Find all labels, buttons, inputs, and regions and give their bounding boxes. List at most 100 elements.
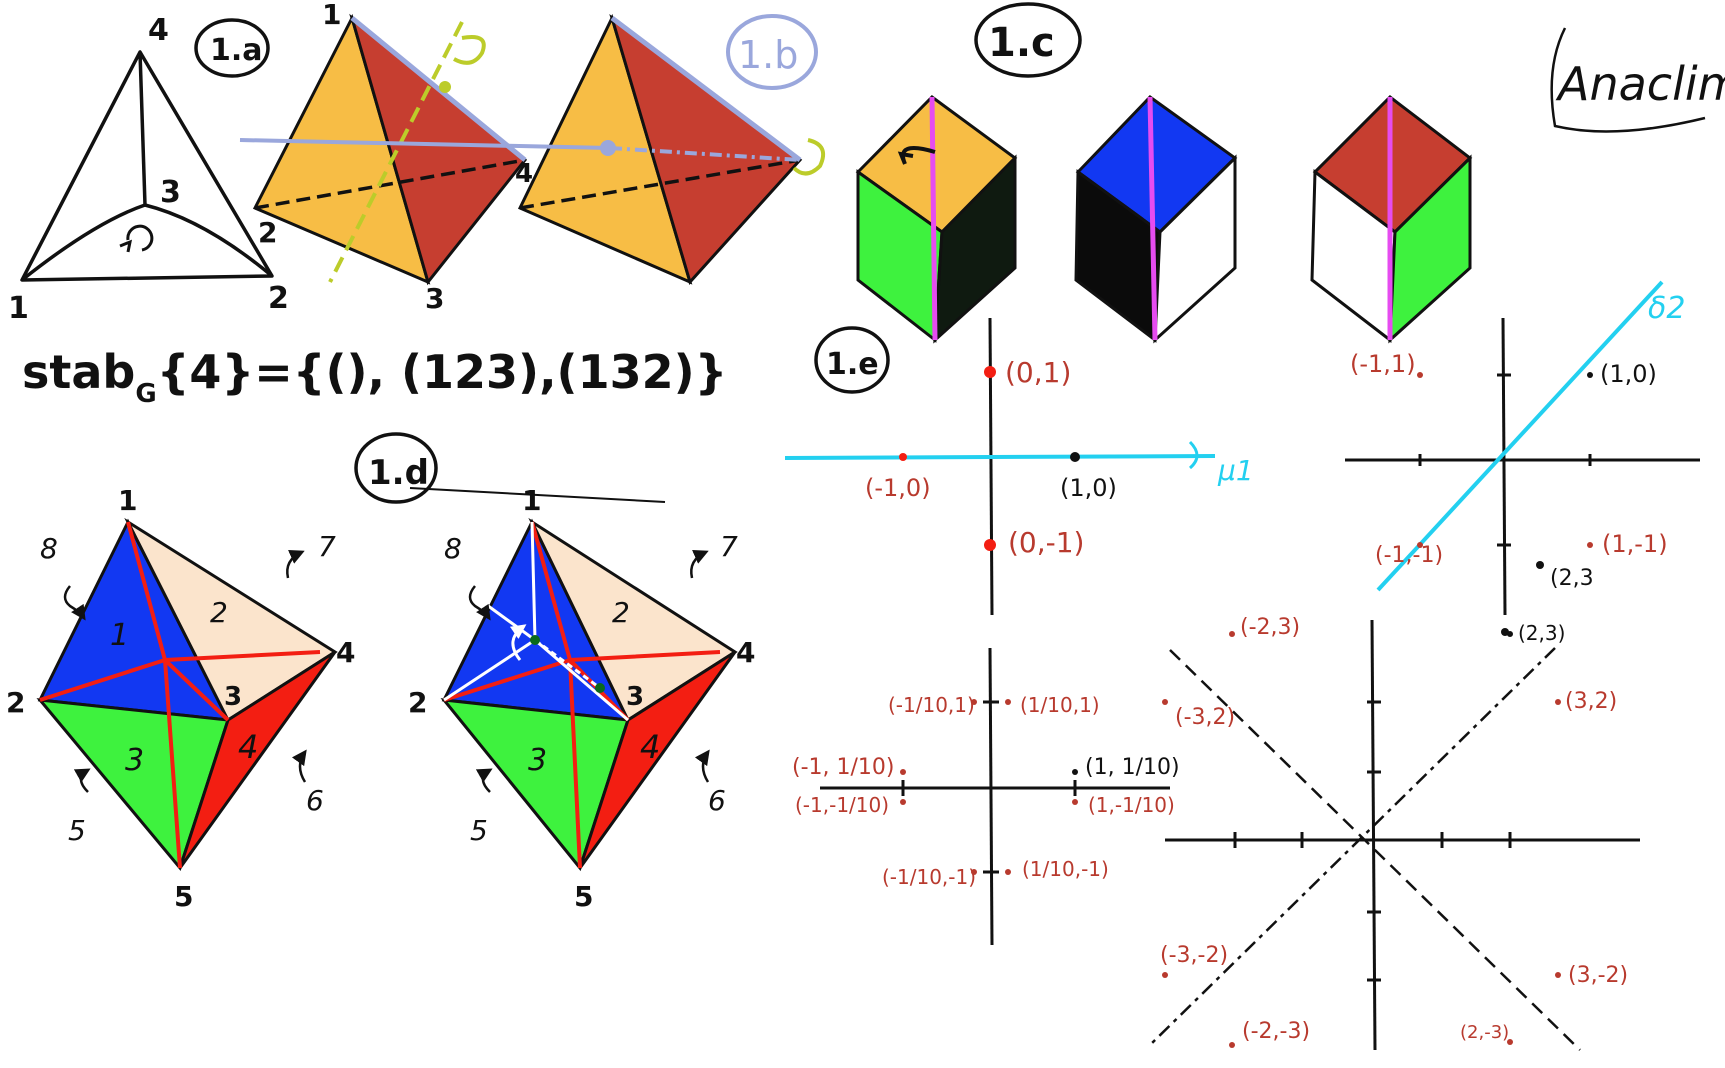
fig-d-right-face-4: 4 (640, 728, 660, 766)
p2-label-neg1-neg1: (-1,-1) (1375, 543, 1443, 568)
fig-b-vertex-3: 3 (425, 282, 444, 315)
fig-d-left-vertex-3: 3 (224, 682, 242, 712)
p1-label-0-1: (0,1) (1005, 356, 1071, 389)
axes-panel-3 (820, 647, 1170, 946)
reflection-line (239, 138, 611, 150)
fig-e-label: 1.e (826, 347, 879, 382)
fig-d-left-vertex-2: 2 (6, 686, 25, 719)
p4-label-neg2-neg3: (-2,-3) (1242, 1019, 1310, 1044)
fig-a-vertex-4: 4 (148, 13, 169, 48)
stab-text: stab (22, 345, 135, 399)
p2-point-neg1-neg1 (1417, 542, 1423, 548)
fig-a-vertex-2: 2 (268, 281, 289, 316)
axes-panel-4 (1149, 619, 1640, 1051)
fig-a-vertex-1: 1 (8, 291, 29, 326)
fig-d-left-face-2: 2 (210, 596, 228, 629)
p2-label-1-0: (1,0) (1600, 360, 1657, 388)
fig-d-left-bipyramid (36, 517, 338, 872)
fig-d-left-hidden-6: 6 (306, 784, 324, 817)
fig-c-badge: 1.c (974, 2, 1082, 78)
p1-label-neg1-0: (-1,0) (865, 474, 931, 502)
fig-a-label: 1.a (210, 33, 263, 68)
point-neg1-0 (899, 453, 907, 461)
p3-label-d: (-1,-1/10) (795, 793, 889, 817)
fig-d-left-hidden-8: 8 (40, 532, 58, 565)
point-0-1 (984, 366, 996, 378)
p4-label-2-3: (2,3) (1518, 621, 1565, 645)
reflection-line-dashed (609, 146, 801, 162)
fig-d-left-vertex-4: 4 (336, 636, 355, 669)
stab-rest: {4}={(), (123),(132)} (157, 345, 728, 399)
fig-d-right-vertex-4: 4 (736, 636, 755, 669)
fig-d-right-hidden-5: 5 (470, 814, 488, 847)
point-0-neg1 (984, 539, 996, 551)
stab-sub: G (135, 379, 156, 409)
fig-b-badge: 1.b (726, 14, 818, 90)
fig-d-right-hidden-8: 8 (444, 532, 462, 565)
stabilizer-formula: stabG{4}={(), (123),(132)} (22, 345, 727, 409)
p2-line-label: δ2 (1648, 291, 1685, 326)
p4-label-2-neg3: (2,-3) (1460, 1022, 1509, 1043)
fig-d-right-hidden-7: 7 (720, 530, 738, 563)
fig-e-badge: 1.e (814, 326, 890, 394)
cube-3 (1310, 95, 1473, 344)
p1-line-label: μ1 (1217, 454, 1254, 487)
fig-b-vertex-4: 4 (515, 159, 533, 189)
axes-panel-1 (784, 317, 1216, 616)
fig-d-label: 1.d (368, 453, 429, 493)
p1-label-1-0: (1,0) (1060, 474, 1117, 502)
rotate-arrow-icon (119, 224, 154, 253)
reflection-center (600, 140, 616, 156)
p2-point-1-neg1 (1587, 542, 1593, 548)
fig-d-left-hidden-7: 7 (318, 530, 336, 563)
axes-panel-2 (1345, 280, 1700, 636)
fig-d-right-hidden-6: 6 (708, 784, 726, 817)
p1-label-0-neg1: (0,-1) (1008, 526, 1084, 559)
fig-d-right-face-3: 3 (528, 743, 547, 778)
fig-b-vertex-2: 2 (258, 216, 277, 249)
p4-label-neg3-neg2: (-3,-2) (1160, 943, 1228, 968)
fig-d-left-vertex-1: 1 (118, 484, 137, 517)
fig-d-badge: 1.d (354, 432, 666, 504)
p4-label-3-2: (3,2) (1565, 689, 1617, 714)
fig-b-vertex-1: 1 (322, 0, 341, 31)
p2-label-neg1-1: (-1,1) (1350, 350, 1416, 378)
p4-label-neg2-3: (-2,3) (1240, 615, 1300, 640)
p2-point-1-0 (1587, 372, 1593, 378)
p3-label-c: (-1, 1/10) (792, 755, 895, 780)
signature-text: Anaclim (1555, 57, 1725, 111)
p3-label-a: (-1/10,1) (888, 693, 975, 717)
fig-d-left-hidden-5: 5 (68, 814, 86, 847)
cube-2 (1074, 95, 1238, 344)
p3-label-b: (1/10,1) (1020, 693, 1100, 717)
signature: Anaclim (1550, 27, 1725, 133)
p3-label-h: (1, 1/10) (1085, 755, 1180, 780)
fig-d-left-face-1: 1 (110, 618, 129, 653)
fig-d-right-vertex-2: 2 (408, 686, 427, 719)
rotation-arrow-b (792, 138, 825, 176)
fig-d-left-face-4: 4 (238, 728, 258, 766)
p4-label-3-neg2: (3,-2) (1568, 963, 1628, 988)
fig-a-badge: 1.a (194, 18, 270, 78)
cube-1 (855, 95, 1018, 344)
p2-point-2-3-a (1536, 561, 1544, 569)
fig-a-vertex-3: 3 (160, 175, 181, 210)
fig-d-left-vertex-5: 5 (174, 880, 193, 913)
p2-point-neg1-1 (1417, 372, 1423, 378)
fig-d-left-face-3: 3 (125, 743, 144, 778)
fig-b-label: 1.b (738, 33, 798, 77)
p3-label-f: (-1/10,-1) (882, 865, 976, 889)
fig-b-left-tetrahedron (252, 13, 528, 286)
fig-c-label: 1.c (988, 20, 1055, 66)
point-1-0 (1070, 452, 1080, 462)
p2-label-1-neg1: (1,-1) (1602, 530, 1668, 558)
fig-a-tetrahedron (20, 50, 274, 282)
p4-label-neg3-2: (-3,2) (1175, 705, 1235, 730)
fig-d-right-vertex-5: 5 (574, 880, 593, 913)
fig-d-right-vertex-3: 3 (626, 682, 644, 712)
fig-d-right-bipyramid (440, 517, 738, 872)
p2-label-2-3: (2,3 (1550, 566, 1594, 591)
fig-d-right-face-2: 2 (612, 596, 630, 629)
p3-label-g: (1/10,-1) (1022, 857, 1109, 881)
